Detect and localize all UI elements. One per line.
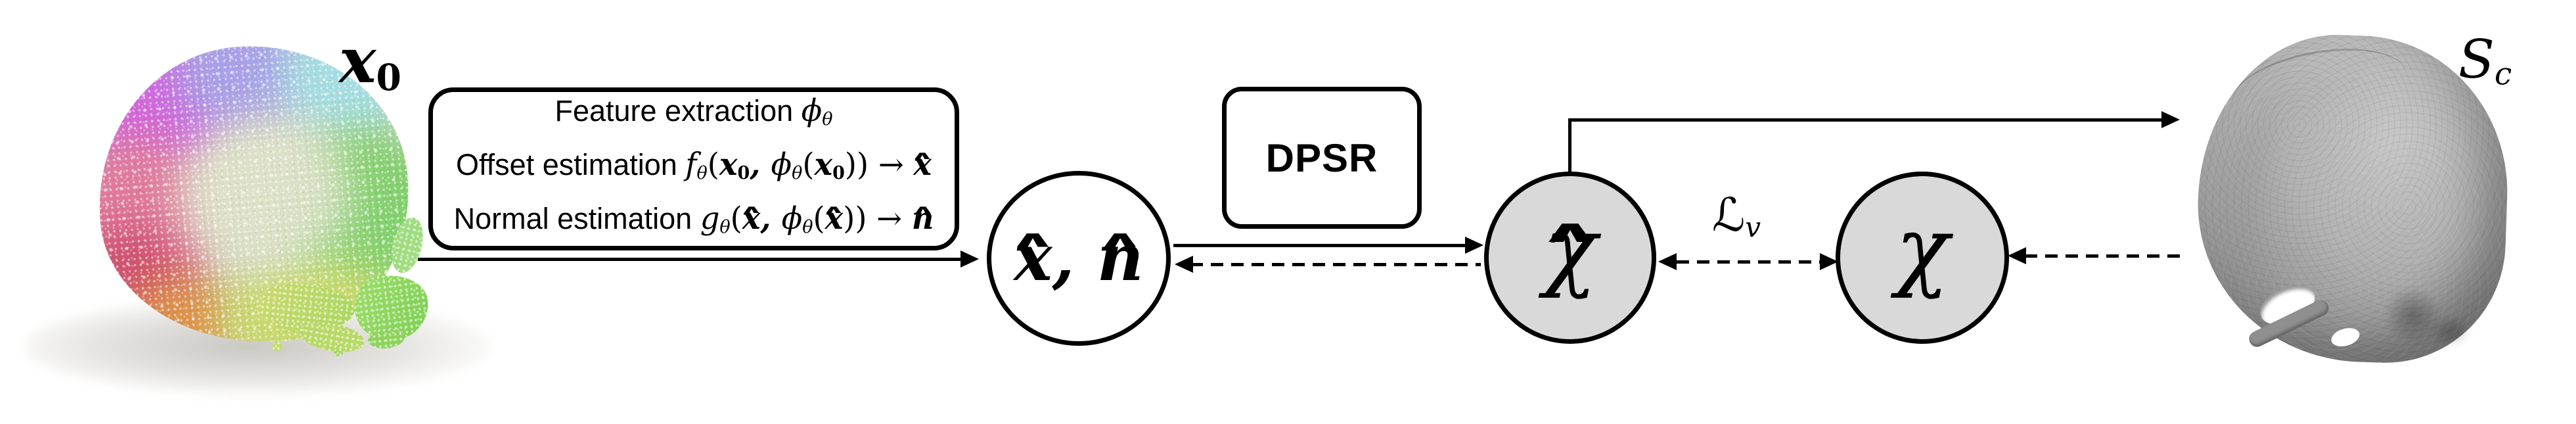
chi-node: χ (1836, 172, 2009, 344)
processing-box: Feature extraction ϕθ Offset estimation … (428, 87, 959, 250)
chi-node-label: χ (1895, 198, 1949, 301)
pointcloud-fragment (272, 342, 282, 351)
dpsr-label: DPSR (1265, 135, 1378, 180)
dashed-arrowhead-into-chi (1820, 253, 1838, 270)
arrow-xn-to-chihat (1173, 244, 1466, 247)
processing-box-line-2: Offset estimation fθ(x0, ϕθ(x0)) → x (456, 142, 932, 196)
pointcloud-fragment (334, 348, 343, 356)
pointcloud-color-orange (122, 271, 245, 356)
dashed-arrowhead-chihat-to-xn (1175, 256, 1193, 273)
mesh-jaw-shadow (2420, 308, 2481, 355)
processing-box-line-1: Feature extraction ϕθ (554, 93, 833, 130)
surface-label-sc: Sc (2458, 28, 2512, 93)
elbow-arrow-horizontal (1568, 118, 2163, 122)
dashed-arrow-chihat-chi (1677, 260, 1820, 264)
dashed-arrow-mesh-to-chi (2025, 254, 2186, 258)
pointcloud-label-x0: x0 (339, 24, 401, 100)
dashed-arrow-chihat-to-xn (1190, 263, 1481, 266)
chi-hat-node-label: χ (1543, 205, 1596, 294)
arrowhead-pointcloud-to-xn (960, 250, 979, 268)
xn-node: x, n (987, 171, 1171, 346)
arrowhead-xn-to-chihat (1465, 237, 1483, 254)
processing-box-line-3: Normal estimation gθ(x, ϕθ(x)) → n (454, 196, 934, 250)
pointcloud-color-center (171, 113, 358, 276)
dashed-arrowhead-mesh-to-chi (2008, 247, 2026, 264)
xn-node-label: x, n (1014, 226, 1144, 291)
chi-hat-node: χ (1484, 172, 1656, 344)
dpsr-box: DPSR (1222, 87, 1422, 229)
dashed-arrowhead-into-chihat (1658, 253, 1677, 270)
elbow-arrow-vertical (1568, 120, 1571, 172)
arrowhead-chihat-to-mesh (2161, 111, 2180, 128)
loss-label-lv: ℒv (1712, 188, 1761, 244)
mesh-orbital-shadow (2373, 275, 2452, 355)
pointcloud-color-magenta (86, 33, 241, 187)
arrow-pointcloud-to-xn (418, 258, 964, 261)
